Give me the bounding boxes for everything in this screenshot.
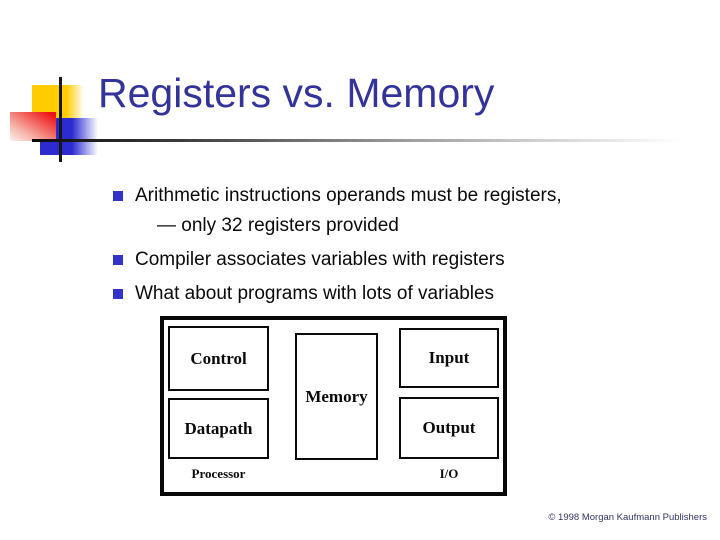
bullet-square-icon — [113, 289, 123, 299]
bullet-list: Arithmetic instructions operands must be… — [113, 181, 698, 309]
copyright-credit: © 1998 Morgan Kaufmann Publishers — [548, 512, 707, 523]
io-label: I/O — [439, 466, 459, 481]
processor-label: Processor — [191, 466, 246, 481]
decor-red-square — [10, 112, 56, 141]
bullet-item: Arithmetic instructions operands must be… — [113, 181, 698, 241]
datapath-box: Datapath — [168, 398, 269, 459]
decor-horizontal-rule — [32, 139, 708, 142]
control-box: Control — [168, 326, 269, 391]
memory-box: Memory — [295, 333, 378, 460]
input-box: Input — [399, 328, 499, 388]
bullet-subtext: — only 32 registers provided — [157, 215, 399, 236]
decor-vertical-line — [59, 77, 62, 162]
slide-title: Registers vs. Memory — [98, 70, 495, 116]
bullet-text: Arithmetic instructions operands must be… — [135, 185, 562, 206]
computer-organization-diagram: Control Memory Input Datapath Output Pro… — [160, 316, 507, 496]
bullet-item: What about programs with lots of variabl… — [113, 279, 698, 309]
bullet-text: What about programs with lots of variabl… — [135, 283, 495, 304]
bullet-square-icon — [113, 191, 123, 201]
bullet-square-icon — [113, 255, 123, 265]
output-box: Output — [399, 397, 499, 459]
bullet-item: Compiler associates variables with regis… — [113, 245, 698, 275]
bullet-text: Compiler associates variables with regis… — [135, 249, 505, 270]
